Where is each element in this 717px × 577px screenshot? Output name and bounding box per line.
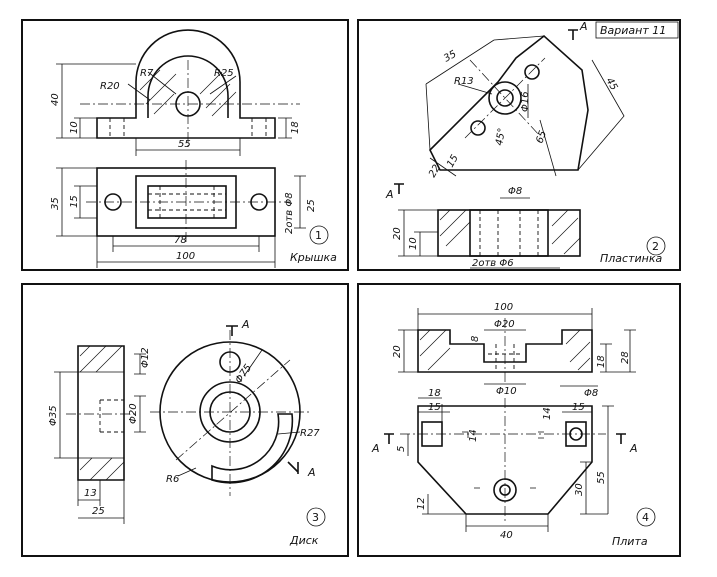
dimension-label: Φ8 <box>584 388 598 399</box>
dimension-label: 55 <box>596 471 607 484</box>
dimension-label: 20 <box>392 227 403 240</box>
dimension-label: 25 <box>306 199 317 212</box>
dimension-label: 14 <box>542 407 553 420</box>
dimension-label: 12 <box>416 497 427 510</box>
dimension-label: 2отв Φ6 <box>472 258 514 269</box>
panel-caption: Плита <box>612 535 648 548</box>
dimension-label: 18 <box>290 121 301 134</box>
panel-4-drawing: А А 100 Φ20 8 20 18 28 Φ10 Φ8 18 15 14 1… <box>371 302 656 548</box>
dimension-label: 35 <box>50 197 61 210</box>
dimension-label: 14 <box>468 429 479 442</box>
dimension-label: Φ8 <box>508 186 522 197</box>
panel-4-frame <box>357 283 681 557</box>
section-mark-label: А <box>579 20 588 33</box>
dimension-label: 45° <box>494 127 508 146</box>
panel-2-frame <box>357 19 681 271</box>
section-mark-label: А <box>371 442 380 455</box>
dimension-label: 15 <box>69 195 80 208</box>
panel-3-drawing: А А Φ12 Φ35 Φ20 Φ75 R27 R6 13 25 3 Диск <box>48 318 326 547</box>
panel-number: 2 <box>652 240 659 253</box>
dimension-label: R6 <box>166 474 179 485</box>
dimension-label: 18 <box>428 388 441 399</box>
dimension-label: R27 <box>300 428 320 439</box>
variant-label: Вариант 11 <box>600 24 666 37</box>
dimension-label: Φ35 <box>48 405 59 426</box>
dimension-label: Φ12 <box>140 347 151 368</box>
dimension-label: R20 <box>100 81 120 92</box>
panel-number: 4 <box>642 511 649 524</box>
section-mark-label: А <box>307 466 316 479</box>
dimension-label: 65 <box>534 129 549 145</box>
dimension-label: R7 <box>140 68 154 79</box>
section-mark-label: А <box>629 442 638 455</box>
section-mark-label: А <box>241 318 250 331</box>
dimension-label: R13 <box>454 76 474 87</box>
dimension-label: Φ10 <box>496 386 517 397</box>
dimension-label: R25 <box>214 68 234 79</box>
dimension-label: 45 <box>603 76 619 93</box>
dimension-label: Φ16 <box>520 91 531 112</box>
dimension-label: 30 <box>574 483 585 496</box>
section-mark-label: А <box>385 188 394 201</box>
dimension-label: 10 <box>69 121 80 134</box>
dimension-label: 35 <box>442 49 459 65</box>
panel-1-drawing: R20 R7 R25 40 10 18 55 35 15 2отв Φ8 25 … <box>50 29 337 268</box>
dimension-label: 2отв Φ8 <box>284 192 295 234</box>
dimension-label: 25 <box>92 506 105 517</box>
panel-number: 1 <box>315 229 322 242</box>
dimension-label: 40 <box>500 530 513 541</box>
dimension-label: 40 <box>50 93 61 106</box>
dimension-label: 20 <box>392 345 403 358</box>
panel-3-frame <box>21 283 349 557</box>
dimension-label: 100 <box>494 302 513 313</box>
panel-2-drawing: Вариант 11 А А 35 45 R13 Φ16 65 45° 22 1… <box>385 20 679 269</box>
dimension-label: 100 <box>176 251 195 262</box>
dimension-label: Φ20 <box>128 403 139 424</box>
dimension-label: 10 <box>408 237 419 250</box>
dimension-label: 28 <box>620 351 631 364</box>
dimension-label: 18 <box>596 355 607 368</box>
panel-number: 3 <box>312 511 319 524</box>
dimension-label: 15 <box>445 153 461 170</box>
panel-1-frame <box>21 19 349 271</box>
dimension-label: 78 <box>174 235 187 246</box>
panel-caption: Крышка <box>290 251 337 264</box>
dimension-label: 15 <box>428 402 441 413</box>
dimension-label: Φ20 <box>494 319 515 330</box>
dimension-label: 55 <box>178 139 191 150</box>
dimension-label: 15 <box>572 402 585 413</box>
panel-caption: Диск <box>289 534 319 547</box>
dimension-label: 13 <box>84 488 97 499</box>
panel-caption: Пластинка <box>600 252 662 265</box>
dimension-label: 5 <box>396 446 407 452</box>
dimension-label: 8 <box>470 336 481 342</box>
